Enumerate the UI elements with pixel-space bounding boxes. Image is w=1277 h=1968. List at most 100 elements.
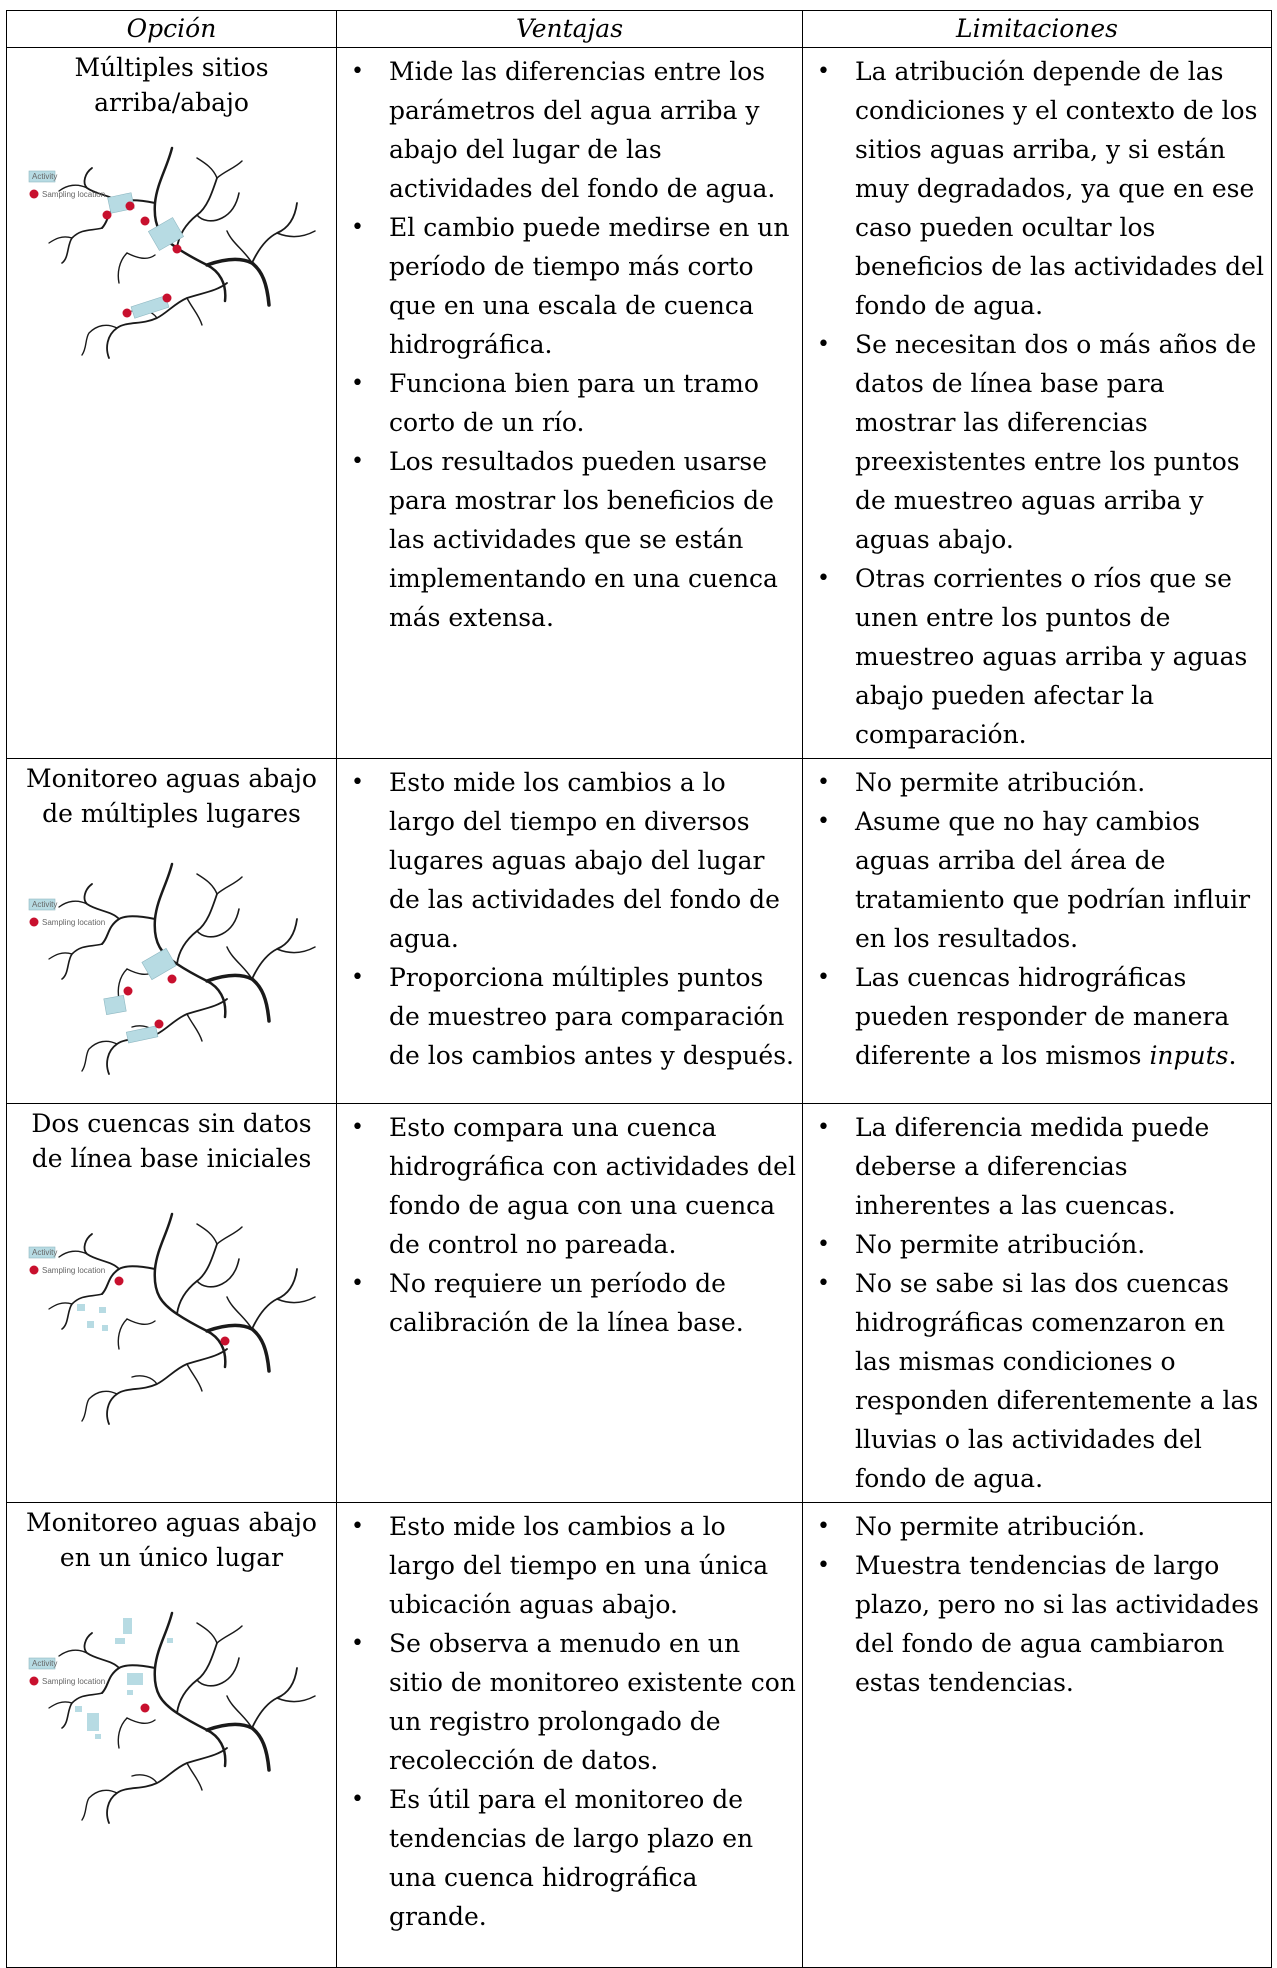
activity-area [102, 1325, 108, 1331]
activity-legend-swatch [28, 170, 56, 183]
activity-legend-swatch [28, 1657, 56, 1670]
activity-area [115, 1638, 125, 1644]
sampling-point [172, 244, 182, 254]
list-item: Muestra tendencias de largo plazo, pero … [803, 1546, 1265, 1702]
limitations-list: No permite atribución. Muestra tendencia… [803, 1503, 1271, 1706]
activity-legend-label: Activity [32, 1659, 57, 1668]
header-option: Opción [6, 10, 337, 48]
watershed-diagram: Activity Sampling location [28, 862, 317, 1076]
list-item: Proporciona múltiples puntos de muestreo… [337, 958, 796, 1075]
option-title: Monitoreo aguas abajo de múltiples lugar… [26, 764, 317, 828]
list-item: La diferencia medida puede deberse a dif… [803, 1108, 1265, 1225]
limitations-cell: No permite atribución. Asume que no hay … [802, 758, 1272, 1104]
activity-area [123, 1618, 132, 1634]
list-item: Esto mide los cambios a lo largo del tie… [337, 1507, 796, 1624]
advantages-cell: Esto mide los cambios a lo largo del tie… [336, 758, 803, 1104]
list-item: No permite atribución. [803, 1507, 1265, 1546]
sampling-point [140, 216, 150, 226]
activity-area [87, 1321, 94, 1328]
limitations-cell: La diferencia medida puede deberse a dif… [802, 1103, 1272, 1503]
sampling-legend-label: Sampling location [42, 1266, 105, 1275]
sampling-legend-marker [29, 1676, 39, 1686]
list-item: Asume que no hay cambios aguas arriba de… [803, 802, 1265, 958]
list-item: No permite atribución. [803, 763, 1265, 802]
activity-area [103, 995, 127, 1015]
header-limitations: Limitaciones [802, 10, 1272, 48]
advantages-list: Mide las diferencias entre los parámetro… [337, 48, 802, 641]
list-item: No permite atribución. [803, 1225, 1265, 1264]
option-cell: Monitoreo aguas abajo en un único lugar … [6, 1502, 337, 1968]
sampling-legend-marker [29, 189, 39, 199]
advantages-list: Esto compara una cuenca hidrográfica con… [337, 1104, 802, 1346]
list-item: El cambio puede medirse en un período de… [337, 208, 796, 364]
table-row: Múltiples sitios arriba/abajo Activity S… [6, 47, 1272, 759]
list-item: Los resultados pueden usarse para mostra… [337, 442, 796, 637]
list-item: Se necesitan dos o más años de datos de … [803, 325, 1265, 559]
monitoring-options-table: Opción Ventajas Limitaciones Múltiples s… [6, 10, 1272, 1968]
table-row: Monitoreo aguas abajo en un único lugar … [6, 1502, 1272, 1968]
watershed-diagram: Activity Sampling location [28, 146, 317, 360]
sampling-point [125, 201, 135, 211]
list-item: Otras corrientes o ríos que se unen entr… [803, 559, 1265, 754]
sampling-point [220, 1336, 230, 1346]
advantages-cell: Mide las diferencias entre los parámetro… [336, 47, 803, 759]
limitations-list: La diferencia medida puede deberse a dif… [803, 1104, 1271, 1502]
page: Opción Ventajas Limitaciones Múltiples s… [0, 0, 1277, 1843]
advantages-list: Esto mide los cambios a lo largo del tie… [337, 759, 802, 1079]
sampling-point [154, 1019, 164, 1029]
activity-area [141, 947, 177, 981]
advantages-cell: Esto mide los cambios a lo largo del tie… [336, 1502, 803, 1968]
list-item: Se observa a menudo en un sitio de monit… [337, 1624, 796, 1780]
sampling-point [140, 1703, 150, 1713]
activity-legend-label: Activity [32, 900, 57, 909]
activity-area [127, 1673, 143, 1685]
sampling-legend-marker [29, 1265, 39, 1275]
limitations-cell: No permite atribución. Muestra tendencia… [802, 1502, 1272, 1968]
activity-area [75, 1706, 82, 1712]
activity-area [127, 1690, 133, 1695]
sampling-point [102, 210, 112, 220]
watershed-diagram: Activity Sampling location [28, 1212, 317, 1426]
list-item: No requiere un período de calibración de… [337, 1264, 796, 1342]
sampling-legend-label: Sampling location [42, 190, 105, 199]
sampling-legend-marker [29, 917, 39, 927]
sampling-point [167, 974, 177, 984]
activity-area [87, 1713, 99, 1731]
option-title: Dos cuencas sin datos de línea base inic… [31, 1109, 312, 1173]
activity-legend-label: Activity [32, 1248, 57, 1257]
option-title: Monitoreo aguas abajo en un único lugar [26, 1508, 317, 1572]
sampling-point [122, 308, 132, 318]
option-title: Múltiples sitios arriba/abajo [74, 53, 269, 117]
list-item: Funciona bien para un tramo corto de un … [337, 364, 796, 442]
header-row: Opción Ventajas Limitaciones [6, 10, 1272, 48]
list-item: Es útil para el monitoreo de tendencias … [337, 1780, 796, 1936]
limitations-list: No permite atribución. Asume que no hay … [803, 759, 1271, 1079]
sampling-legend-label: Sampling location [42, 1677, 105, 1686]
activity-area [147, 217, 185, 251]
option-cell: Dos cuencas sin datos de línea base inic… [6, 1103, 337, 1503]
list-item: Esto mide los cambios a lo largo del tie… [337, 763, 796, 958]
list-item: La atribución depende de las condiciones… [803, 52, 1265, 325]
table-row: Dos cuencas sin datos de línea base inic… [6, 1103, 1272, 1503]
list-item: No se sabe si las dos cuencas hidrográfi… [803, 1264, 1265, 1498]
activity-legend-label: Activity [32, 172, 57, 181]
sampling-point [162, 293, 172, 303]
activity-area [99, 1307, 106, 1313]
activity-area [95, 1734, 101, 1739]
activity-area [125, 1025, 159, 1044]
activity-area [77, 1304, 85, 1311]
option-cell: Monitoreo aguas abajo de múltiples lugar… [6, 758, 337, 1104]
advantages-cell: Esto compara una cuenca hidrográfica con… [336, 1103, 803, 1503]
header-advantages: Ventajas [336, 10, 803, 48]
activity-legend-swatch [28, 898, 56, 911]
list-item: Mide las diferencias entre los parámetro… [337, 52, 796, 208]
activity-legend-swatch [28, 1246, 56, 1259]
advantages-list: Esto mide los cambios a lo largo del tie… [337, 1503, 802, 1940]
option-cell: Múltiples sitios arriba/abajo Activity S… [6, 47, 337, 759]
limitations-cell: La atribución depende de las condiciones… [802, 47, 1272, 759]
table-row: Monitoreo aguas abajo de múltiples lugar… [6, 758, 1272, 1104]
sampling-point [123, 986, 133, 996]
sampling-legend-label: Sampling location [42, 918, 105, 927]
watershed-diagram: Activity Sampling location [28, 1611, 317, 1825]
list-item: Las cuencas hidrográficas pueden respond… [803, 958, 1265, 1075]
